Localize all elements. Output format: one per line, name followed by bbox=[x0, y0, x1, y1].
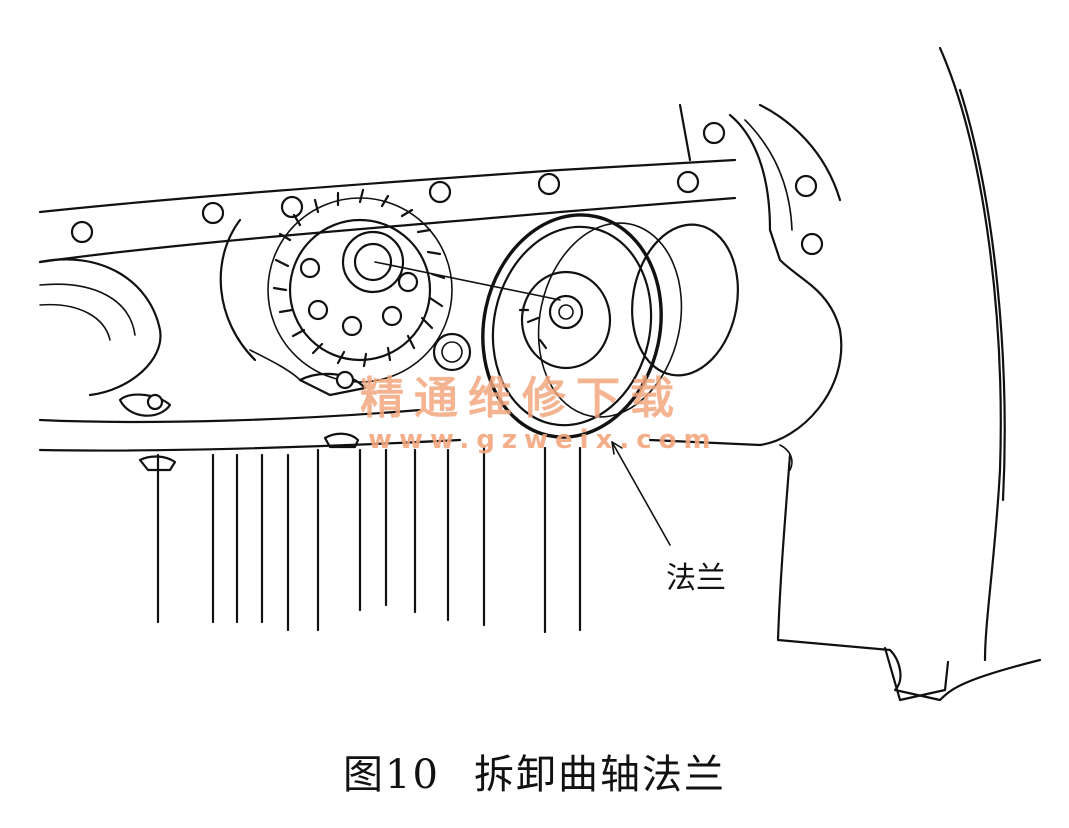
mounting-bolt bbox=[432, 332, 472, 372]
watermark-url: www.gzweix.com bbox=[368, 425, 718, 455]
oil-pan-fins bbox=[138, 432, 582, 634]
figure-caption: 图10 拆卸曲轴法兰 bbox=[0, 742, 1069, 800]
figure-number: 图10 bbox=[343, 752, 440, 798]
oil-pan-flange-strip bbox=[38, 121, 824, 264]
crankshaft-flange bbox=[481, 213, 739, 439]
flange-leader-arrow bbox=[611, 441, 623, 455]
flange-leader-line bbox=[611, 441, 671, 546]
left-housing bbox=[38, 258, 462, 452]
timing-gear bbox=[219, 188, 453, 383]
engine-block-outline bbox=[648, 103, 843, 447]
transmission-housing bbox=[776, 46, 1042, 702]
watermark-chinese: 精通维修下载 bbox=[360, 373, 684, 424]
flange-callout-label: 法兰 bbox=[666, 561, 726, 596]
figure-title: 拆卸曲轴法兰 bbox=[473, 752, 726, 798]
